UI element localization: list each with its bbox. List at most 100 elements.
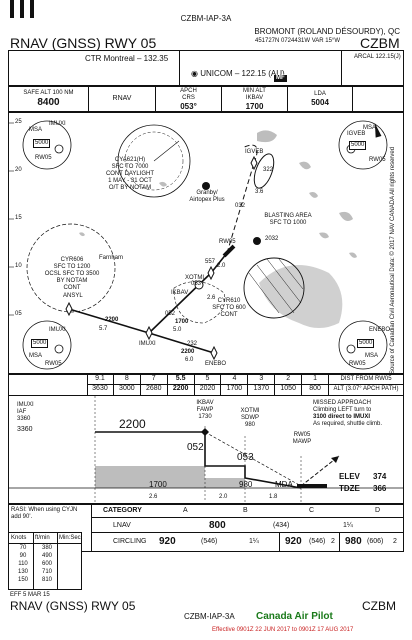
msa-bottom-left-label: MSA <box>29 353 43 359</box>
route-dist-57: 5.7 <box>99 326 108 332</box>
descent-path <box>95 431 302 489</box>
msa-circle-top-left <box>22 120 72 170</box>
rnav-cell: RNAV <box>89 87 156 111</box>
water-bodies <box>79 130 357 328</box>
msa-top-left-rwy: RW05 <box>35 155 52 161</box>
lat-tick-15: 15 <box>15 215 22 221</box>
waypoint-symbols <box>65 155 258 361</box>
msa-top-right-wp: IGVEB <box>347 131 366 137</box>
dist-alt-table: 9.1 8 7 5.5 5 4 3 2 1 3630 3000 2680 220… <box>8 374 404 396</box>
profile-crs-052: 052 <box>187 442 204 453</box>
airport-coords: 451727N 0724431W VAR 15°W <box>254 38 340 44</box>
effective-period: Effective 0901Z 22 JUN 2017 to 0901Z 17 … <box>212 627 354 633</box>
plan-view: 25 20 15 10 05 MSA IMUXI 5000 RW05 MSA I… <box>8 112 404 374</box>
route-dist-26: 2.6 <box>207 295 216 301</box>
profile-d-26: 2.6 <box>149 494 158 500</box>
dist-from-label: DIST FROM RW05 <box>329 376 403 385</box>
farnham-label: Farnham <box>99 255 124 261</box>
ikbav-label: IKBAV <box>171 290 189 296</box>
alt-apch-label: ALT (3.07° APCH PATH) <box>333 386 399 392</box>
dist-cell: 3 <box>248 375 276 384</box>
obstacle-2032-label: 2032 <box>265 236 279 242</box>
circ-d-hat: (606) <box>367 538 384 545</box>
circ-ab-vis: 1¼ <box>249 538 259 545</box>
safe-alt-cell: SAFE ALT 100 NM 8400 <box>9 87 89 111</box>
dist-cell: 5 <box>195 375 222 384</box>
speed-header-ftmin: ft/min <box>35 535 50 541</box>
airport-name: BROMONT (ROLAND DÉSOURDY), QC <box>254 27 400 36</box>
route-dist-60: 6.0 <box>185 357 194 363</box>
lnav-hat: (434) <box>273 522 290 529</box>
msa-top-left-label: MSA <box>29 127 43 133</box>
circ-c-mda: 920 <box>285 536 302 547</box>
lat-tick-10: 10 <box>15 263 22 269</box>
alt-cell: 1700 <box>221 385 249 395</box>
eff-date: EFF 5 MAR 15 <box>10 592 50 598</box>
alt-row: 3630 3000 2680 2200 2020 1700 1370 1050 … <box>87 385 330 395</box>
profile-alt-980: 980 <box>239 480 253 489</box>
top-chart-id: CZBM-IAP-3A <box>180 14 232 23</box>
plan-view-svg <box>9 120 388 370</box>
msa-bottom-right-wp: ENEBO <box>369 327 391 333</box>
course-232: 232 <box>187 341 198 347</box>
lnav-vis: 1¼ <box>343 522 353 529</box>
lat-tick-20: 20 <box>15 167 22 173</box>
ctr-freq: CTR Montreal – 132.35 <box>85 54 169 63</box>
tdze-value: 366 <box>373 484 387 493</box>
profile-mda: MDA <box>275 480 293 489</box>
cya621-circle <box>117 124 191 198</box>
mf-badge: MF <box>274 75 287 82</box>
lat-tick-25: 25 <box>15 119 22 125</box>
alt-cell: 3000 <box>114 385 141 395</box>
circ-c-vis: 2 <box>331 538 335 545</box>
circ-c-hat: (546) <box>309 538 326 545</box>
alt-cell: 1370 <box>248 385 276 395</box>
cat-d: D <box>375 507 381 514</box>
circ-ab-mda: 920 <box>159 536 176 547</box>
alt-cell: 1050 <box>275 385 303 395</box>
route-alt-1700: 1700 <box>175 319 189 325</box>
alt-cell: 3630 <box>87 385 114 395</box>
binding-marks <box>10 0 40 18</box>
igveb-label: IGVEB <box>245 149 264 155</box>
footer-ident: CZBM <box>362 599 396 613</box>
msa-bottom-left-alt: 5000 <box>31 339 49 348</box>
bottom-chart-id: CZBM-IAP-3A <box>184 612 235 621</box>
dist-row: 9.1 8 7 5.5 5 4 3 2 1 <box>87 375 330 385</box>
route-dist-50: 5.0 <box>173 327 182 333</box>
safe-alt-value: 8400 <box>37 97 60 108</box>
xotmi-label: XOTMI <box>185 275 204 281</box>
msa-bottom-left-rwy: RW05 <box>45 361 62 367</box>
speed-header-minsec: Min:Sec <box>59 535 81 541</box>
imuxi-label: IMUXI <box>139 341 156 347</box>
elev-value: 374 <box>373 472 387 481</box>
alt-cell: 2680 <box>141 385 168 395</box>
profile-imuxi: IMUXI <box>17 402 34 408</box>
profile-imuxi-alt2: 3360 <box>17 426 33 433</box>
comms-box: CTR Montreal – 132.35 ◉ UNICOM – 122.15 … <box>8 50 404 86</box>
dist-cell: 2 <box>275 375 303 384</box>
rw05-label: RW05 <box>219 239 236 245</box>
dist-cell: 1 <box>302 375 330 384</box>
runway-symbol <box>222 244 236 258</box>
circ-ab-hat: (546) <box>201 538 218 545</box>
cat-c: C <box>309 507 315 514</box>
source-note: Source of Canadian Civil Aeronautical Da… <box>390 146 396 374</box>
alt-cell: 2020 <box>195 385 222 395</box>
missed-approach-climb <box>300 455 340 487</box>
circ-d-mda: 980 <box>345 536 362 547</box>
telephone-icon: ◉ <box>191 69 201 78</box>
lat-tick-05: 05 <box>15 311 22 317</box>
msa-circle-bottom-left <box>22 320 72 370</box>
apch-crs-value: 053° <box>180 101 197 111</box>
tdze-label: TDZE <box>339 484 360 493</box>
route-dist-20: 2.0 <box>217 263 226 269</box>
